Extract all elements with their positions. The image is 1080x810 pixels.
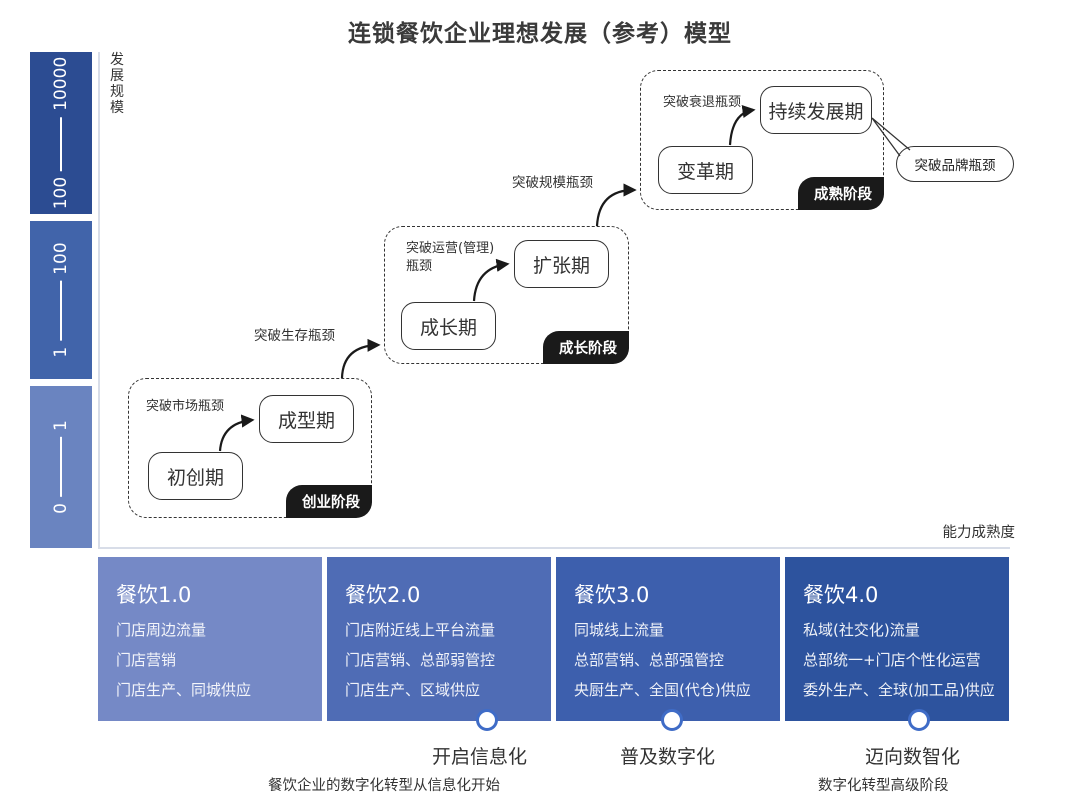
era-line: 总部营销、总部强管控 — [574, 651, 725, 669]
milestone-dot-1 — [476, 709, 498, 731]
mature-bottleneck-note: 突破衰退瓶颈 — [663, 95, 742, 110]
x-axis-line — [98, 547, 1010, 549]
scale-to: 100 — [51, 242, 71, 275]
phase-sustainable: 持续发展期 — [760, 86, 872, 134]
milestone-sub-1: 餐饮企业的数字化转型从信息化开始 — [268, 778, 500, 794]
milestone-sub-3: 数字化转型高级阶段 — [818, 778, 949, 794]
growth-bottleneck-note-line2: 瓶颈 — [406, 259, 433, 274]
phase-transformation: 变革期 — [658, 146, 753, 194]
page-title: 连锁餐饮企业理想发展（参考）模型 — [348, 21, 732, 47]
era-panel-1: 餐饮1.0 门店周边流量 门店营销 门店生产、同城供应 — [98, 557, 322, 721]
scale-band-middle: 1 100 — [30, 221, 92, 379]
era-line: 门店生产、区域供应 — [345, 681, 481, 699]
era-line: 总部统一+门店个性化运营 — [803, 651, 981, 669]
phase-growth: 成长期 — [401, 302, 496, 350]
scale-from: 100 — [51, 176, 71, 210]
growth-bottleneck-note-line1: 突破运营(管理) — [406, 241, 495, 256]
milestone-dot-2 — [661, 709, 683, 731]
era-title: 餐饮3.0 — [574, 583, 650, 607]
arrow-startup-to-growth — [340, 338, 381, 379]
milestone-dot-3 — [908, 709, 930, 731]
scale-band-bottom: 0 1 — [30, 386, 92, 548]
phase-expansion: 扩张期 — [514, 240, 609, 288]
era-line: 门店生产、同城供应 — [116, 681, 252, 699]
era-panel-4: 餐饮4.0 私域(社交化)流量 总部统一+门店个性化运营 委外生产、全球(加工品… — [785, 557, 1009, 721]
era-title: 餐饮1.0 — [116, 583, 192, 607]
milestone-label-2: 普及数字化 — [620, 746, 716, 768]
era-panel-3: 餐饮3.0 同城线上流量 总部营销、总部强管控 央厨生产、全国(代仓)供应 — [556, 557, 780, 721]
scale-to: 10000 — [51, 56, 71, 111]
stage-startup-tag: 创业阶段 — [286, 485, 372, 518]
scale-from: 0 — [51, 503, 71, 514]
era-line: 门店营销 — [116, 651, 177, 669]
era-title: 餐饮2.0 — [345, 583, 421, 607]
stage-growth-tag: 成长阶段 — [543, 331, 629, 364]
y-axis-label: 发展规模 — [110, 52, 124, 116]
stage-growth-frame: 成长阶段 — [384, 226, 629, 364]
era-title: 餐饮4.0 — [803, 583, 879, 607]
scale-to: 1 — [51, 420, 71, 431]
stage-mature-tag: 成熟阶段 — [798, 177, 884, 210]
era-line: 私域(社交化)流量 — [803, 621, 920, 639]
era-line: 门店周边流量 — [116, 621, 207, 639]
x-axis-label: 能力成熟度 — [942, 525, 1016, 541]
phase-formation: 成型期 — [259, 395, 354, 443]
arrow-growth-to-mature — [595, 183, 637, 227]
era-line: 门店附近线上平台流量 — [345, 621, 496, 639]
stage-startup-frame: 创业阶段 — [128, 378, 372, 518]
survival-bottleneck-label: 突破生存瓶颈 — [254, 328, 335, 344]
scale-from: 1 — [51, 346, 71, 358]
startup-bottleneck-note: 突破市场瓶颈 — [146, 399, 225, 414]
era-panel-2: 餐饮2.0 门店附近线上平台流量 门店营销、总部弱管控 门店生产、区域供应 — [327, 557, 551, 721]
brand-bottleneck-pill: 突破品牌瓶颈 — [896, 146, 1014, 182]
milestone-label-1: 开启信息化 — [432, 746, 528, 768]
era-line: 委外生产、全球(加工品)供应 — [803, 681, 995, 699]
phase-startup: 初创期 — [148, 452, 243, 500]
era-line: 央厨生产、全国(代仓)供应 — [574, 681, 751, 699]
milestone-label-3: 迈向数智化 — [865, 746, 961, 768]
era-line: 同城线上流量 — [574, 621, 665, 639]
y-axis-line — [98, 52, 100, 549]
scale-band-top: 100 10000 — [30, 52, 92, 214]
era-line: 门店营销、总部弱管控 — [345, 651, 496, 669]
scale-bottleneck-label: 突破规模瓶颈 — [512, 175, 593, 191]
